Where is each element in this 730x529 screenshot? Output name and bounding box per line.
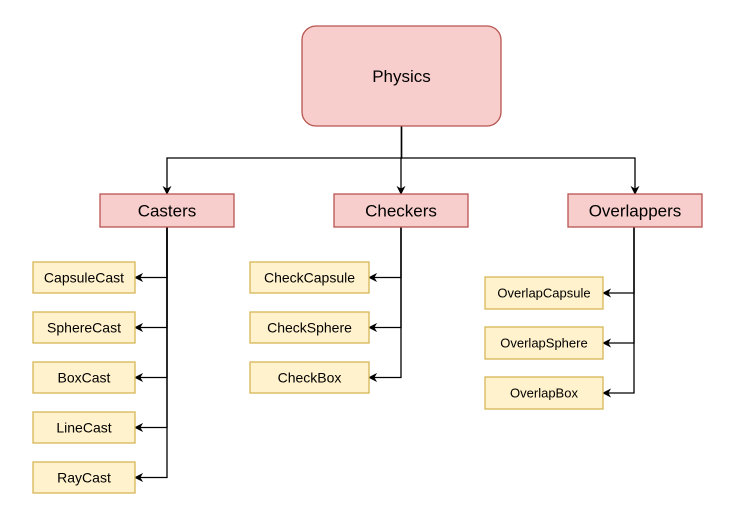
- leaf-node-checkbox-label: CheckBox: [278, 370, 342, 386]
- leaf-node-capsulecast-label: CapsuleCast: [44, 270, 124, 286]
- leaf-node-overlapbox-label: OverlapBox: [510, 386, 578, 401]
- leaf-node-checksphere-box: [249, 311, 370, 344]
- leaf-node-linecast-box: [32, 411, 136, 444]
- leaf-node-raycast-label: RayCast: [57, 470, 111, 486]
- leaf-node-checkcapsule: CheckCapsule: [249, 261, 370, 294]
- connector-checkers-to-checkcapsule: [368, 227, 402, 282]
- leaf-node-capsulecast-box: [32, 261, 136, 294]
- category-node-casters-box: [99, 193, 235, 228]
- connector-casters-to-boxcast: [134, 227, 168, 382]
- leaf-node-checksphere: CheckSphere: [249, 311, 370, 344]
- leaf-node-checkbox-box: [249, 361, 370, 394]
- connector-casters-to-capsulecast: [134, 227, 168, 282]
- category-node-checkers: Checkers: [333, 193, 469, 228]
- connector-physics-to-overlappers: [400, 126, 640, 195]
- connector-casters-to-raycast: [134, 227, 168, 482]
- leaf-node-overlapcapsule: OverlapCapsule: [484, 276, 604, 310]
- leaf-node-raycast-box: [32, 461, 136, 494]
- leaf-node-capsulecast: CapsuleCast: [32, 261, 136, 294]
- leaf-node-linecast: LineCast: [32, 411, 136, 444]
- leaf-node-spherecast-box: [32, 311, 136, 344]
- leaf-node-checkcapsule-box: [249, 261, 370, 294]
- leaf-node-overlapbox: OverlapBox: [484, 376, 604, 410]
- category-node-casters: Casters: [99, 193, 235, 228]
- root-node-physics-box: [301, 25, 502, 127]
- leaf-node-overlapsphere: OverlapSphere: [484, 326, 604, 360]
- connector-overlappers-to-overlapbox: [602, 227, 635, 398]
- connectors: [134, 126, 640, 482]
- root-node-physics-label: Physics: [372, 67, 431, 86]
- leaf-node-checkcapsule-label: CheckCapsule: [264, 270, 355, 286]
- category-node-checkers-box: [333, 193, 469, 228]
- leaf-node-overlapsphere-box: [484, 326, 604, 360]
- connector-overlappers-to-overlapcapsule: [602, 227, 635, 298]
- leaf-node-boxcast-label: BoxCast: [58, 370, 111, 386]
- connector-physics-to-casters: [162, 126, 403, 195]
- category-node-overlappers: Overlappers: [567, 193, 703, 228]
- category-node-overlappers-label: Overlappers: [589, 202, 682, 221]
- leaf-node-overlapcapsule-label: OverlapCapsule: [497, 286, 590, 301]
- leaf-node-overlapbox-box: [484, 376, 604, 410]
- connector-checkers-to-checkbox: [368, 227, 402, 382]
- leaf-node-linecast-label: LineCast: [56, 420, 111, 436]
- leaf-node-checksphere-label: CheckSphere: [267, 320, 352, 336]
- leaf-node-boxcast-box: [32, 361, 136, 394]
- category-node-overlappers-box: [567, 193, 703, 228]
- category-node-casters-label: Casters: [138, 202, 197, 221]
- leaf-node-boxcast: BoxCast: [32, 361, 136, 394]
- leaf-node-raycast: RayCast: [32, 461, 136, 494]
- leaf-node-overlapsphere-label: OverlapSphere: [500, 336, 587, 351]
- leaf-node-checkbox: CheckBox: [249, 361, 370, 394]
- root-node-physics: Physics: [301, 25, 502, 127]
- leaf-node-spherecast: SphereCast: [32, 311, 136, 344]
- leaf-node-overlapcapsule-box: [484, 276, 604, 310]
- connector-overlappers-to-overlapsphere: [602, 227, 635, 348]
- category-node-checkers-label: Checkers: [365, 202, 437, 221]
- nodes: PhysicsCastersCapsuleCastSphereCastBoxCa…: [32, 25, 703, 494]
- leaf-node-spherecast-label: SphereCast: [47, 320, 121, 336]
